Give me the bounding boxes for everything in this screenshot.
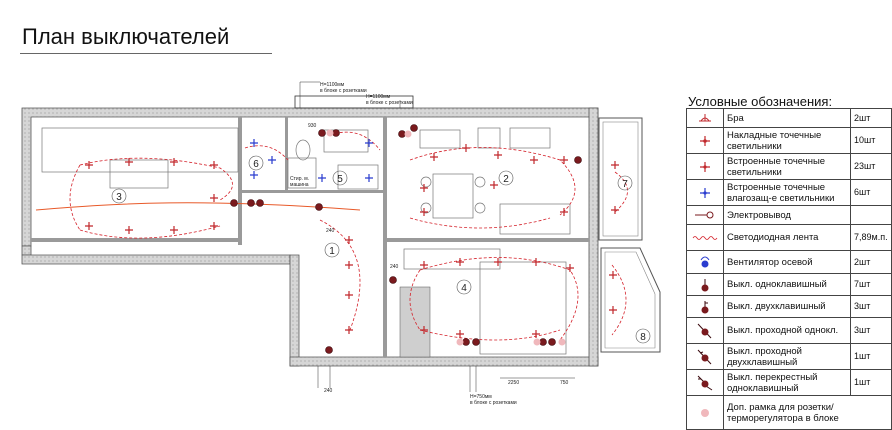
- legend-row: Накладные точечные светильники 10шт: [686, 127, 892, 154]
- legend-row: Встроенные точечные влагозащ-е светильни…: [686, 179, 892, 206]
- spot-balconies: [609, 161, 619, 314]
- furniture: [41, 127, 571, 355]
- waterproof-spotlight-icon: [686, 179, 724, 206]
- dim-3: 240: [390, 264, 399, 270]
- note-top-1: H=1100мм: [320, 82, 345, 88]
- legend-qty: [850, 205, 892, 225]
- legend-label: Выкл. двухклавишный: [723, 295, 851, 318]
- legend-label: Накладные точечные светильники: [723, 127, 851, 154]
- dim-4: 2250: [508, 380, 519, 386]
- legend-label: Выкл. одноклавишный: [723, 273, 851, 296]
- note-wm: Стир. м.: [290, 176, 309, 182]
- note-top-2b: в блоке с розетками: [366, 100, 413, 106]
- legend-qty: 7шт: [850, 273, 892, 296]
- legend-table: Бра 2шт Накладные точечные светильники 1…: [686, 108, 892, 430]
- legend-qty: 3шт: [850, 317, 892, 344]
- note-top-2: H=1100мм: [366, 94, 391, 100]
- dim-1: 240: [326, 228, 335, 234]
- legend-row: Электровывод: [686, 205, 892, 225]
- pass-switch-icon: [686, 317, 724, 344]
- led-strip: [35, 202, 361, 211]
- legend-label: Выкл. проходной однокл.: [723, 317, 851, 344]
- led-strip-icon: [686, 224, 724, 251]
- legend-qty: 6шт: [850, 179, 892, 206]
- dim-5: 750: [560, 380, 569, 386]
- room-3-label: 3: [116, 192, 122, 203]
- waterproof-spotlights: [250, 139, 373, 182]
- legend-label: Встроенные точечные влагозащ-е светильни…: [723, 179, 851, 206]
- floor-plan: 1 2 3 4 5 6 7 8 H=1100мм в блоке с розет…: [21, 81, 661, 406]
- legend-label: Вентилятор осевой: [723, 250, 851, 274]
- legend-row: Выкл. проходной двухклавишный 1шт: [686, 343, 892, 370]
- single-switch-icon: [686, 273, 724, 296]
- spot-r1: [345, 236, 353, 334]
- double-switch-icon: [686, 295, 724, 318]
- legend-qty: 1шт: [850, 343, 892, 370]
- legend-row: Доп. рамка для розетки/терморегулятора в…: [686, 395, 892, 430]
- legend-row: Встроенные точечные светильники 23шт: [686, 153, 892, 180]
- socket-frames: [326, 129, 566, 346]
- room-4-label: 4: [461, 283, 467, 294]
- room-6-label: 6: [253, 159, 259, 170]
- wiring: [69, 131, 628, 341]
- room-1-label: 1: [329, 246, 335, 257]
- legend-qty: 10шт: [850, 127, 892, 154]
- room-8-label: 8: [640, 332, 646, 343]
- legend-row: Выкл. одноклавишный 7шт: [686, 273, 892, 296]
- legend-row: Выкл. проходной однокл. 3шт: [686, 317, 892, 344]
- dimension-lines: [299, 81, 575, 392]
- sconce-icon: [686, 108, 724, 128]
- legend-label: Выкл. проходной двухклавишный: [723, 343, 851, 370]
- page-title: План выключателей: [22, 24, 230, 49]
- legend-label: Выкл. перекрестный одноклавишный: [723, 369, 851, 396]
- legend-label: Электровывод: [723, 205, 851, 225]
- legend-qty: 1шт: [850, 369, 892, 396]
- walls: [21, 95, 661, 367]
- legend-qty: 3шт: [850, 295, 892, 318]
- legend-row: Светодиодная лента 7,89м.п.: [686, 224, 892, 251]
- legend-qty: 2шт: [850, 108, 892, 128]
- spot-r3: [85, 158, 218, 234]
- title-underline: [20, 53, 272, 54]
- legend-qty: 23шт: [850, 153, 892, 180]
- dim-2: 930: [308, 123, 317, 129]
- cross-switch-icon: [686, 369, 724, 396]
- pass-double-switch-icon: [686, 343, 724, 370]
- spot-r4: [420, 258, 574, 338]
- note-bottom-1b: в блоке с розетками: [470, 400, 517, 406]
- legend-label: Доп. рамка для розетки/терморегулятора в…: [723, 395, 892, 430]
- note-top-1b: в блоке с розетками: [320, 88, 367, 94]
- electrical-outlet-icon: [686, 205, 724, 225]
- spot-r2: [420, 144, 568, 216]
- recessed-spotlights: [85, 144, 619, 338]
- legend-row: Выкл. перекрестный одноклавишный 1шт: [686, 369, 892, 396]
- room-5-label: 5: [337, 174, 343, 185]
- axial-fan-icon: [686, 250, 724, 274]
- legend-label: Светодиодная лента: [723, 224, 851, 251]
- switches: [230, 124, 582, 354]
- legend-row: Вентилятор осевой 2шт: [686, 250, 892, 274]
- legend-qty: 7,89м.п.: [850, 224, 892, 251]
- legend-qty: 2шт: [850, 250, 892, 274]
- legend-title: Условные обозначения:: [688, 94, 833, 109]
- room-7-label: 7: [622, 179, 628, 190]
- legend-label: Встроенные точечные светильники: [723, 153, 851, 180]
- recessed-spotlight-icon: [686, 153, 724, 180]
- surface-spotlight-icon: [686, 127, 724, 154]
- note-bottom-1: H=750мм: [470, 394, 492, 400]
- dim-6: 240: [324, 388, 333, 394]
- legend-row: Бра 2шт: [686, 108, 892, 128]
- legend-row: Выкл. двухклавишный 3шт: [686, 295, 892, 318]
- socket-frame-icon: [686, 395, 724, 430]
- plan-notes: H=1100мм в блоке с розетками H=1100мм в …: [290, 82, 569, 406]
- room-2-label: 2: [503, 174, 509, 185]
- room-labels: 1 2 3 4 5 6 7 8: [111, 155, 651, 344]
- legend-label: Бра: [723, 108, 851, 128]
- note-wm2: машина: [290, 182, 309, 188]
